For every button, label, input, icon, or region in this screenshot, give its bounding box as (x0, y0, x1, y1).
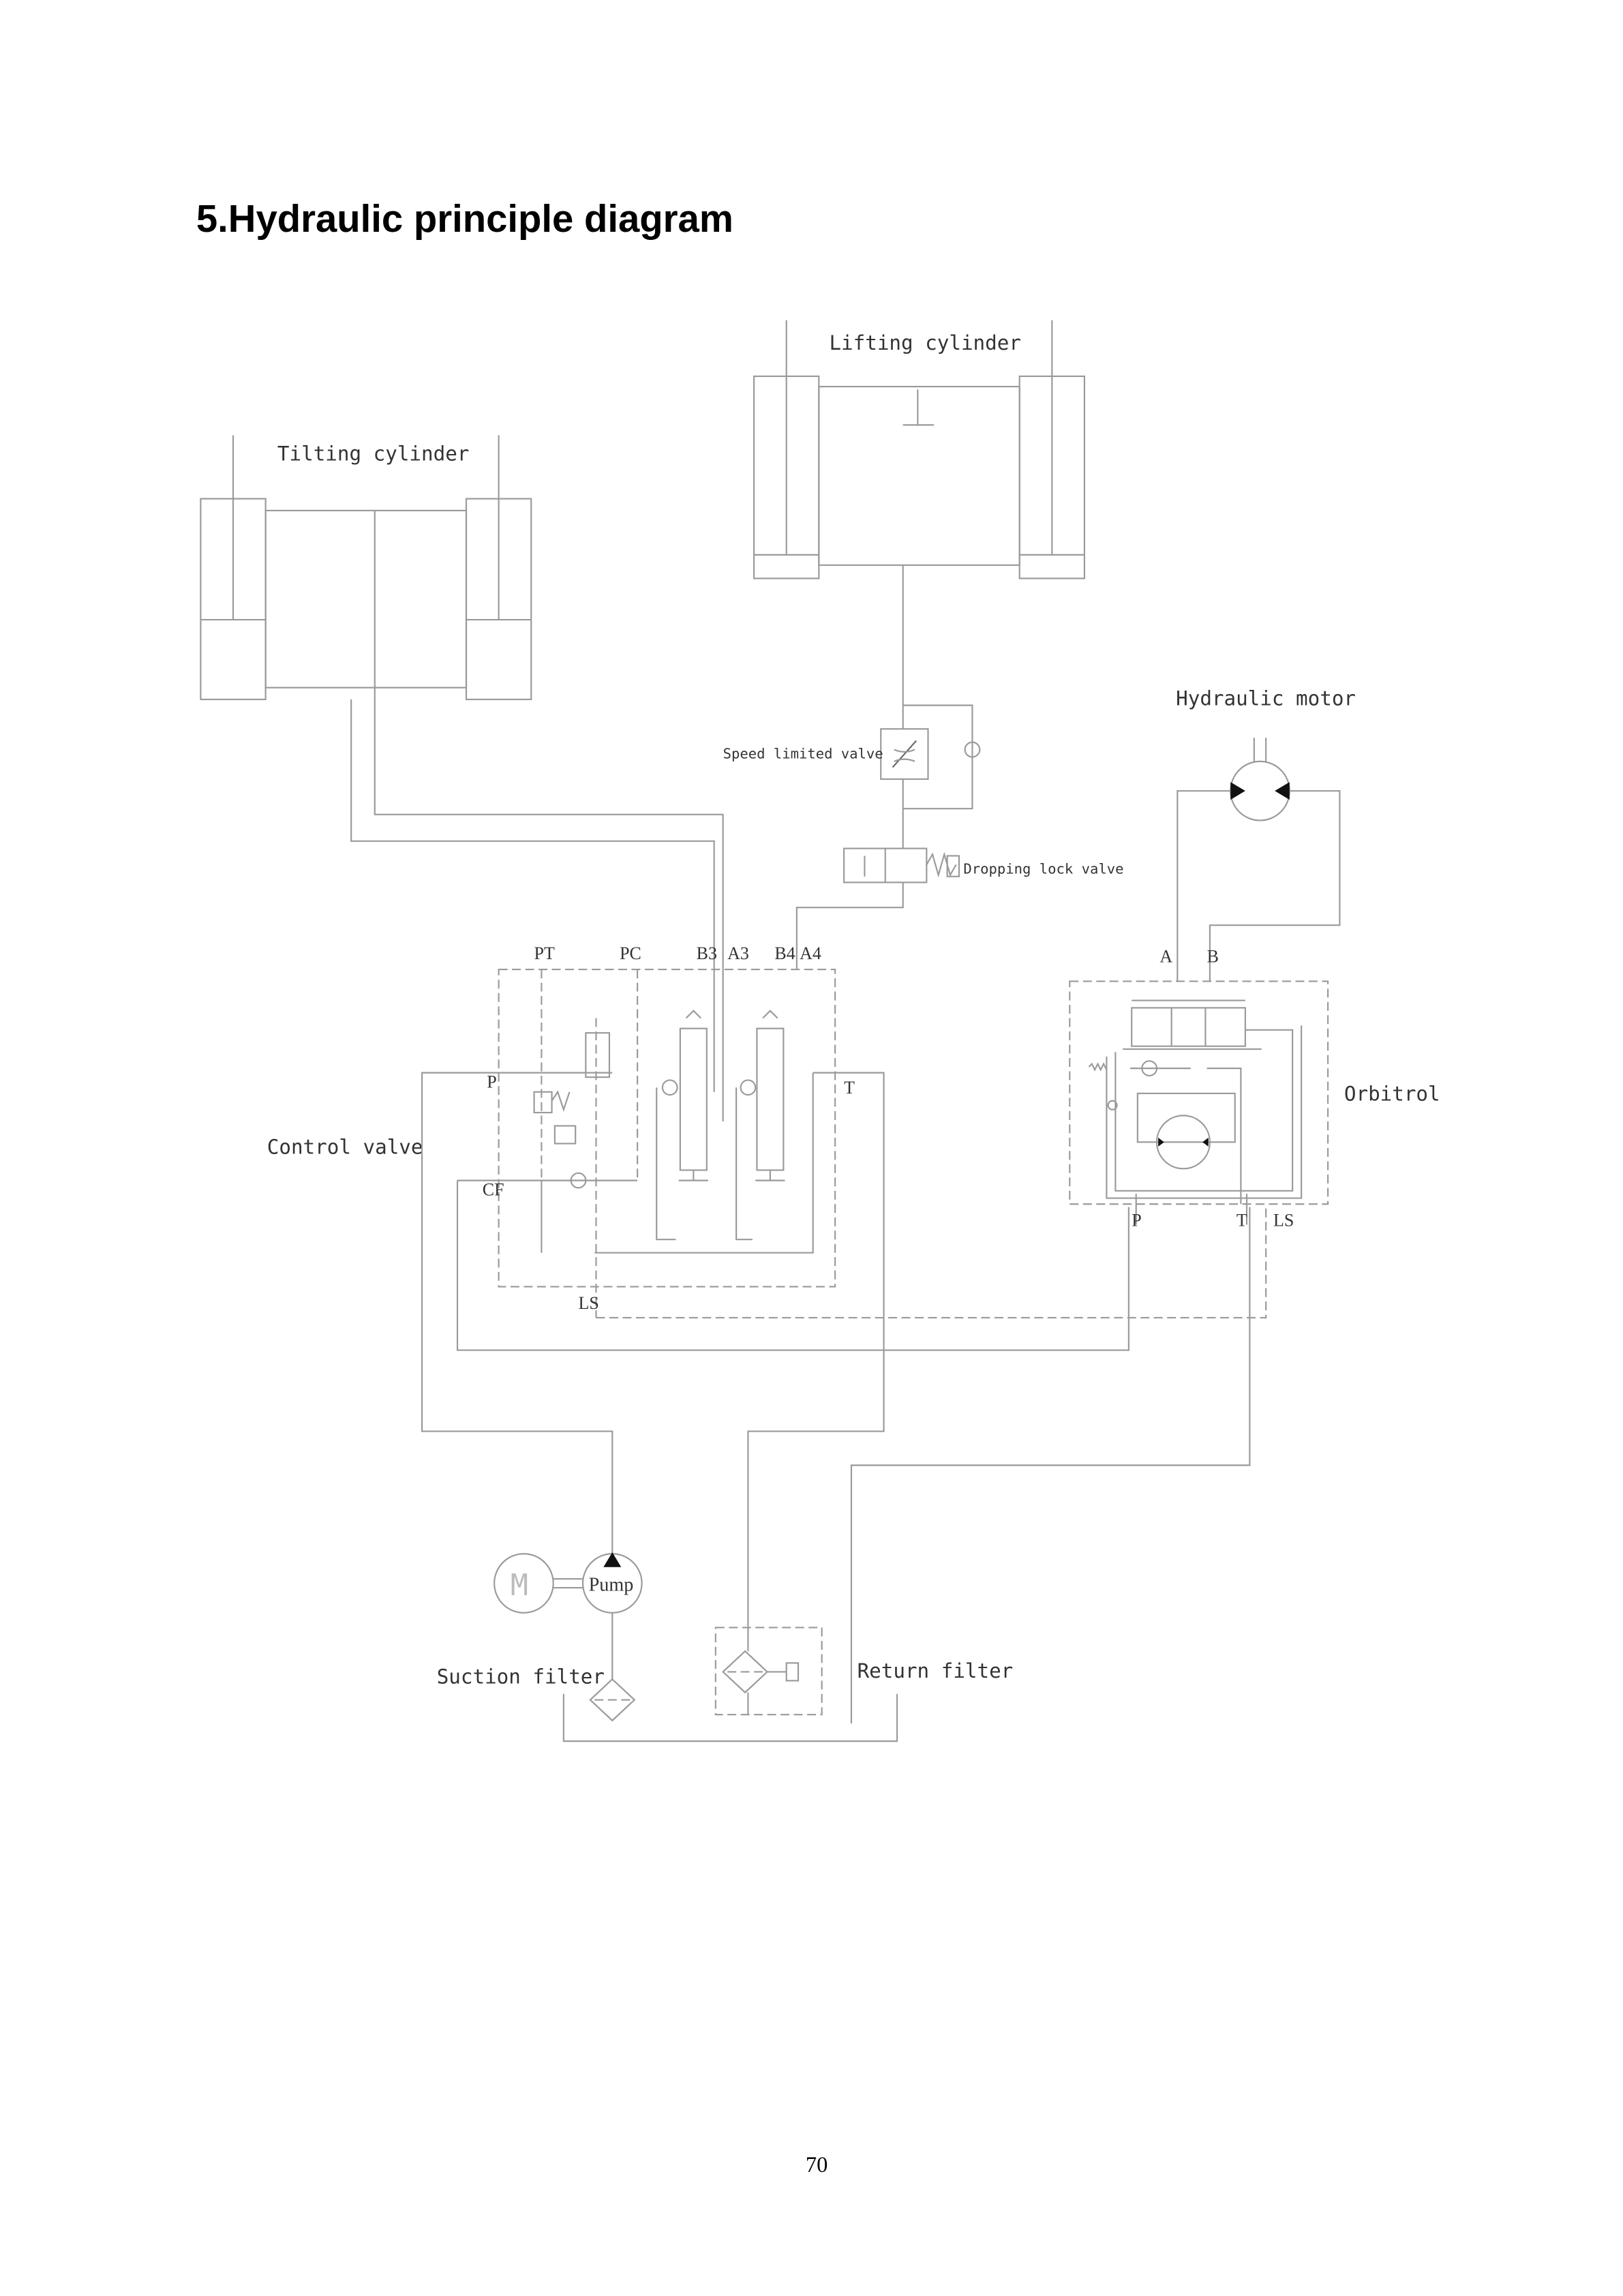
pump-label: Pump (589, 1574, 634, 1595)
tilt-line-b3 (350, 699, 715, 1092)
suction-filter-label: Suction filter (437, 1665, 605, 1689)
speed-limited-valve-label: Speed limited valve (723, 746, 883, 762)
cf-line (456, 1180, 1129, 1351)
ls-line (596, 1207, 1267, 1319)
orbitrol-ports: A B P T LS (1132, 946, 1294, 1230)
return-filter-label: Return filter (858, 1659, 1014, 1682)
orbitrol-return-line (850, 1207, 1251, 1724)
orbitrol (1069, 980, 1329, 1225)
dropping-lock-valve-label: Dropping lock valve (963, 860, 1123, 877)
port-pc: PC (620, 943, 641, 963)
tilting-cylinder-label: Tilting cylinder (277, 442, 469, 465)
orbitrol-port-b: B (1207, 946, 1219, 966)
electric-motor: M (494, 1553, 583, 1614)
lifting-cylinder-label: Lifting cylinder (829, 331, 1020, 354)
orbitrol-port-t: T (1237, 1211, 1247, 1230)
orbitrol-label: Orbitrol (1344, 1083, 1440, 1106)
page-number: 70 (806, 2153, 828, 2177)
port-a3: A3 (727, 943, 749, 963)
return-filter (714, 1627, 823, 1716)
orbitrol-port-a: A (1159, 946, 1172, 966)
port-a4: A4 (800, 943, 821, 963)
hydraulic-motor-label: Hydraulic motor (1176, 687, 1356, 710)
speed-limited-valve (880, 565, 981, 849)
control-valve (457, 969, 836, 1318)
tank-line-t (747, 1072, 885, 1628)
orbitrol-port-p: P (1132, 1211, 1141, 1230)
pump: Pump (581, 1552, 643, 1680)
port-cf: CF (483, 1179, 504, 1199)
orbitrol-port-ls: LS (1273, 1211, 1294, 1230)
port-ls: LS (579, 1293, 599, 1313)
tank (562, 1693, 898, 1742)
port-b3: B3 (697, 943, 717, 963)
dropping-lock-valve (795, 847, 960, 970)
lifting-cylinder (753, 320, 1086, 579)
page-title: 5.Hydraulic principle diagram (196, 197, 733, 240)
pressure-line (421, 1072, 613, 1554)
control-valve-label: Control valve (267, 1136, 423, 1159)
hydraulic-motor (1177, 738, 1341, 982)
motor-symbol-letter: M (511, 1569, 528, 1603)
suction-filter (589, 1678, 636, 1722)
port-t: T (844, 1078, 855, 1098)
port-pt: PT (534, 943, 555, 963)
port-b4: B4 (774, 943, 795, 963)
control-valve-ports: PT PC B3 A3 B4 A4 P T CF LS (483, 943, 855, 1313)
tilting-cylinder (200, 435, 532, 701)
tilt-line-a3 (374, 687, 724, 1122)
port-p: P (487, 1072, 496, 1091)
